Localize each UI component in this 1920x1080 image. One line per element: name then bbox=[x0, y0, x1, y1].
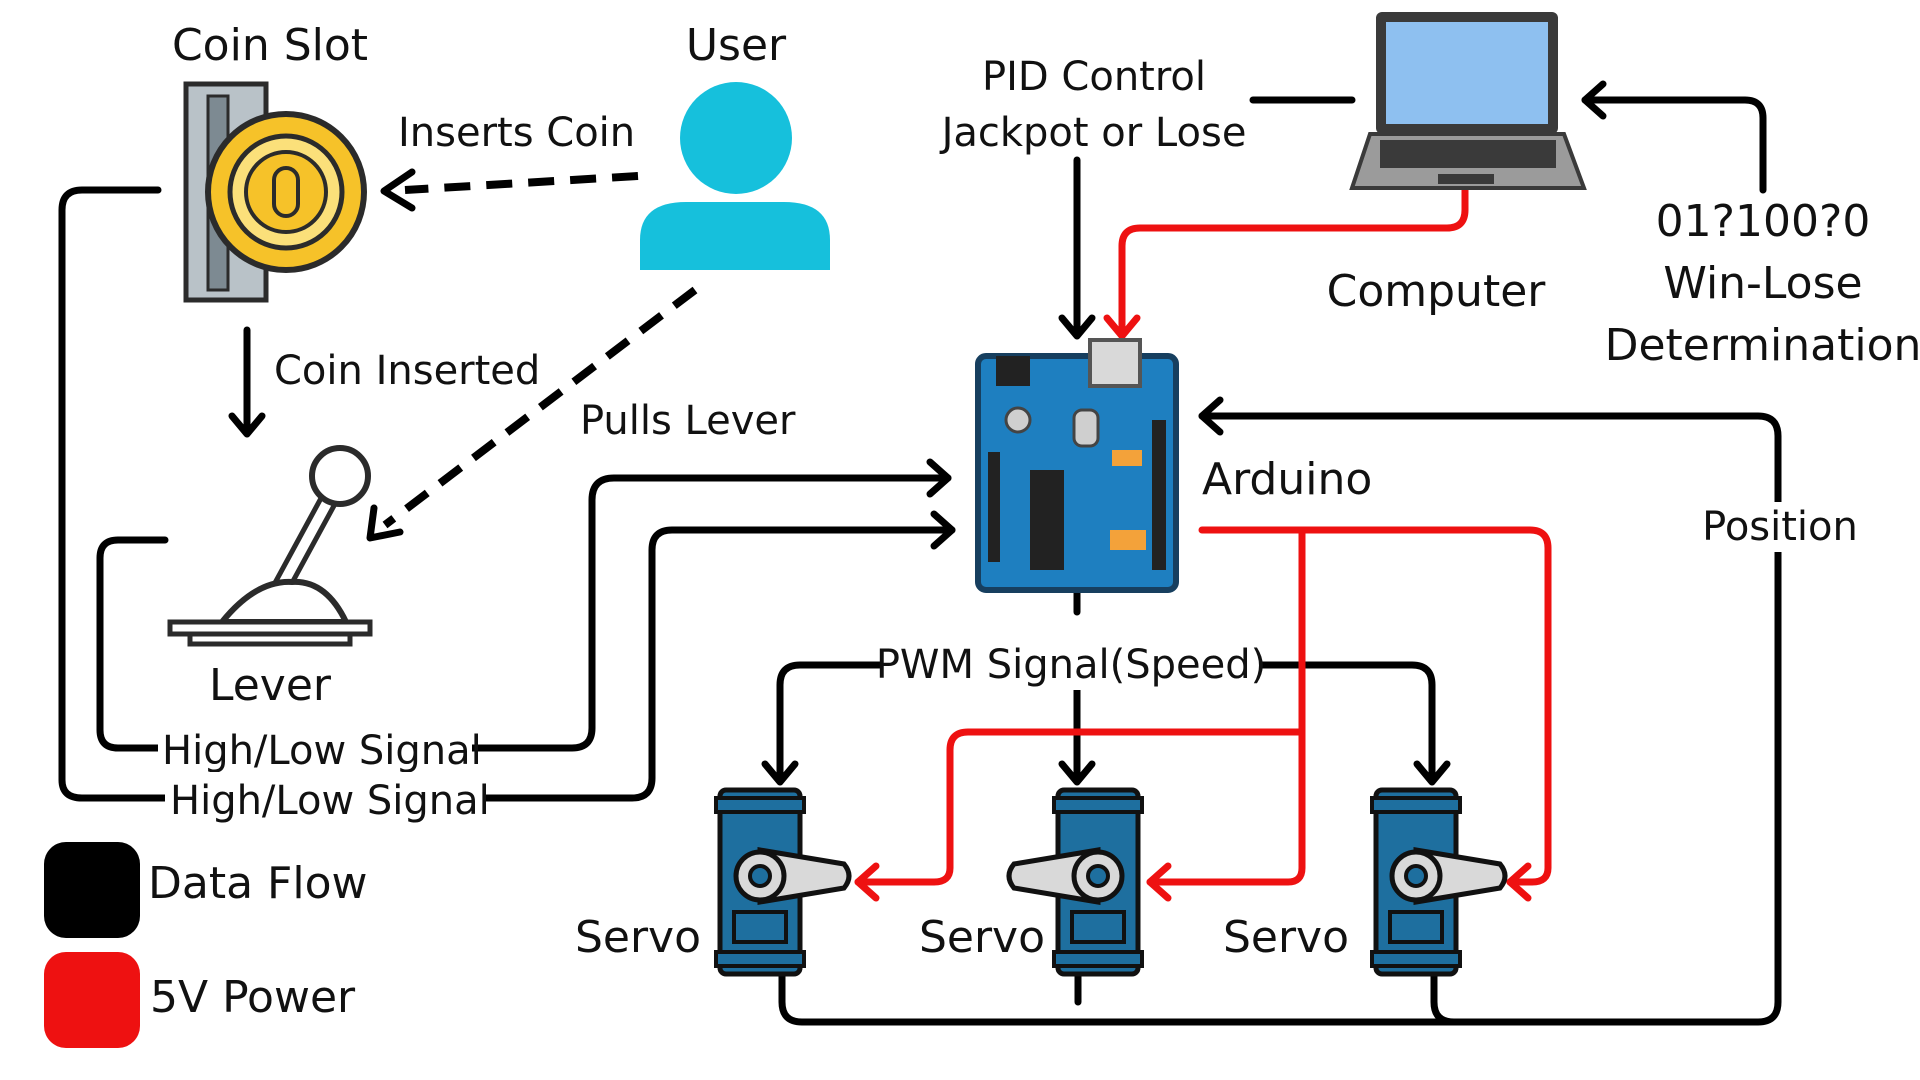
servo-1-label: Servo bbox=[575, 912, 701, 963]
connectors bbox=[58, 80, 1782, 1026]
high-low-signal-1-bg bbox=[158, 722, 472, 772]
lever-label: Lever bbox=[209, 660, 332, 711]
servo-2-label: Servo bbox=[919, 912, 1045, 963]
arrowhead-lever-down bbox=[228, 412, 266, 438]
arrowhead-servo-3-signal bbox=[1413, 760, 1451, 786]
edge-user-to-coin-slot bbox=[404, 172, 639, 194]
arrowhead-pid bbox=[1058, 314, 1096, 340]
arrowhead-coin-slot bbox=[380, 168, 416, 212]
arrowhead-servo-2-signal bbox=[1058, 760, 1096, 786]
servo-icon bbox=[1370, 787, 1508, 977]
position-label-bg bbox=[1700, 502, 1860, 552]
edge-usb-power bbox=[1118, 186, 1469, 340]
coin-inserted-label: Coin Inserted bbox=[274, 348, 540, 394]
determination-label: Determination bbox=[1605, 320, 1920, 371]
arduino-board-icon bbox=[975, 338, 1179, 593]
arrowhead-usb-power bbox=[1103, 314, 1141, 340]
user-icon bbox=[640, 82, 830, 270]
arrowhead-arduino-2 bbox=[930, 510, 956, 550]
legend-power-swatch bbox=[44, 952, 140, 1048]
winlose-code-label: 01?100?0 bbox=[1656, 196, 1871, 247]
servo-icon bbox=[1006, 787, 1144, 977]
arrowhead-lever bbox=[366, 504, 404, 542]
high-low-signal-1-label: High/Low Signal bbox=[162, 728, 482, 774]
arrowhead-servo-3-power bbox=[1506, 862, 1532, 902]
inserts-coin-label: Inserts Coin bbox=[398, 110, 635, 156]
high-low-signal-2-bg bbox=[165, 772, 485, 822]
arrowhead-computer bbox=[1581, 80, 1607, 120]
legend: Data Flow 5V Power bbox=[44, 842, 367, 1048]
legend-power-label: 5V Power bbox=[150, 972, 356, 1023]
pulls-lever-label: Pulls Lever bbox=[580, 398, 796, 444]
arrowhead-servo-1-power bbox=[854, 862, 880, 902]
edge-high-low-signal-2 bbox=[58, 186, 956, 802]
legend-data-flow-swatch bbox=[44, 842, 140, 938]
arrowhead-servo-1-signal bbox=[761, 760, 799, 786]
arrowhead-servo-2-power bbox=[1146, 862, 1172, 902]
coin-slot-label: Coin Slot bbox=[172, 20, 368, 71]
coin-slot-icon bbox=[183, 81, 367, 303]
arrowhead-arduino-1 bbox=[926, 458, 952, 498]
computer-label: Computer bbox=[1327, 266, 1547, 317]
jackpot-or-lose-label: Jackpot or Lose bbox=[939, 110, 1247, 156]
laptop-icon bbox=[1349, 12, 1587, 190]
labels: Coin Slot User Inserts Coin Coin Inserte… bbox=[158, 20, 1920, 963]
servo-3-label: Servo bbox=[1223, 912, 1349, 963]
arduino-label: Arduino bbox=[1202, 454, 1372, 505]
pid-control-label: PID Control bbox=[982, 54, 1206, 100]
pwm-label-bg bbox=[880, 640, 1262, 690]
high-low-signal-2-label: High/Low Signal bbox=[170, 778, 490, 824]
edge-user-to-lever bbox=[382, 286, 698, 529]
edge-high-low-signal-1 bbox=[96, 474, 952, 752]
arrowhead-position bbox=[1198, 396, 1224, 436]
edge-winlose-to-computer bbox=[1581, 96, 1767, 194]
user-label: User bbox=[686, 20, 787, 71]
position-label: Position bbox=[1702, 504, 1858, 550]
lever-icon bbox=[167, 445, 373, 647]
edge-5v-power bbox=[854, 526, 1552, 886]
winlose-label: Win-Lose bbox=[1663, 258, 1862, 309]
servo-icon bbox=[714, 787, 852, 977]
pwm-signal-label: PWM Signal(Speed) bbox=[876, 642, 1266, 688]
legend-data-flow-label: Data Flow bbox=[148, 858, 367, 909]
